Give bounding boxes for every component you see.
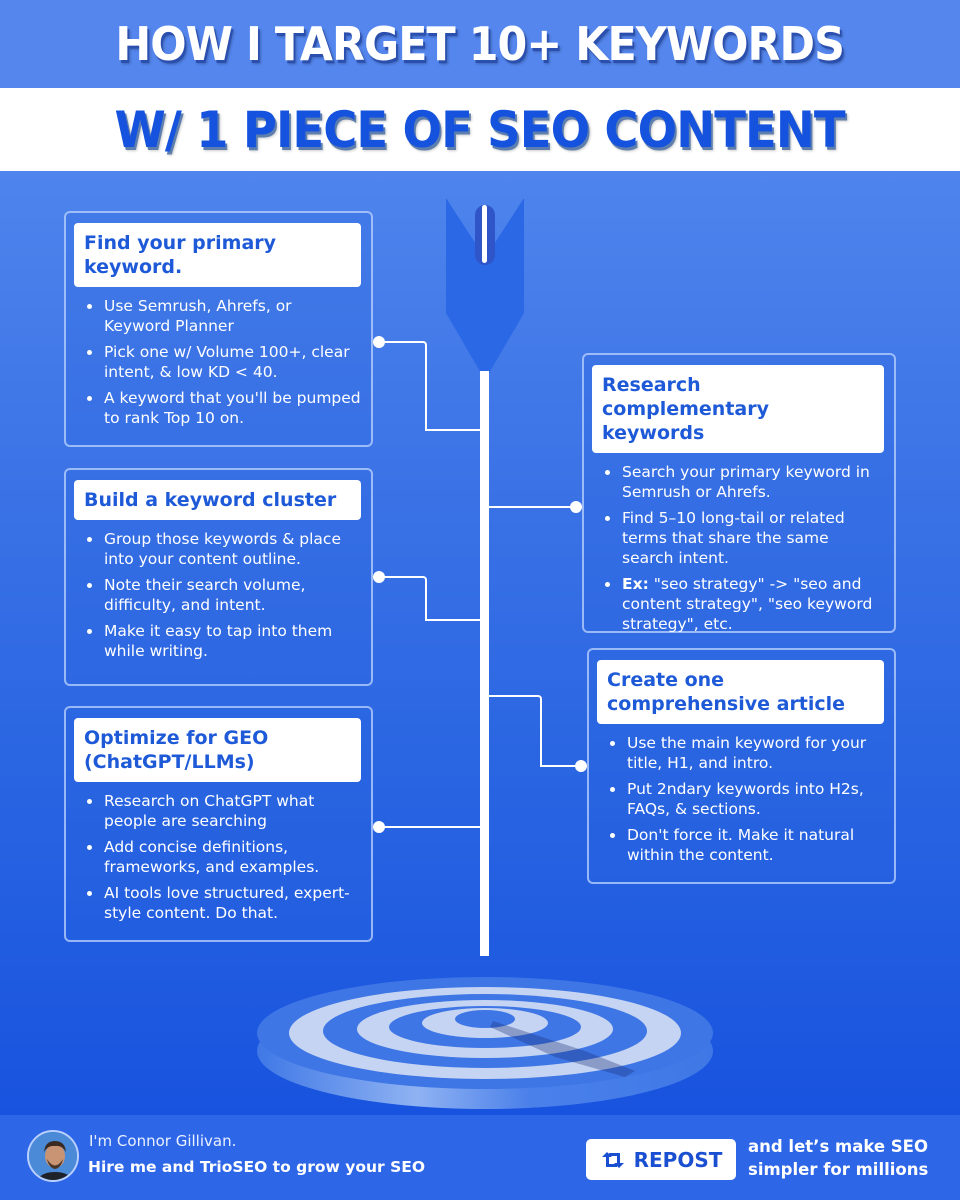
card-title: Research complementary keywords	[592, 365, 884, 453]
repost-icon	[601, 1151, 624, 1168]
header-band: W/ 1 PIECE OF SEO CONTENT	[0, 88, 960, 171]
bullet: Find 5–10 long-tail or related terms tha…	[592, 508, 884, 568]
connector-line	[379, 826, 482, 828]
connector-line	[379, 576, 427, 621]
cta-text: and let’s make SEO simpler for millions	[748, 1135, 928, 1181]
bullet: Pick one w/ Volume 100+, clear intent, &…	[74, 342, 361, 382]
connector-line	[541, 765, 581, 767]
title-line-1: HOW I TARGET 10+ KEYWORDS	[115, 17, 846, 71]
step-card-find-primary-keyword: Find your primary keyword. Use Semrush, …	[64, 211, 373, 447]
title-line-2: W/ 1 PIECE OF SEO CONTENT	[114, 100, 846, 159]
arrow-icon	[446, 198, 524, 380]
author-intro: I'm Connor Gillivan.	[89, 1132, 237, 1150]
repost-label: REPOST	[633, 1147, 723, 1172]
example-label: Ex:	[622, 575, 649, 593]
footer	[0, 1115, 960, 1200]
step-card-build-keyword-cluster: Build a keyword cluster Group those keyw…	[64, 468, 373, 686]
connector-line	[426, 619, 482, 621]
bullet: Don't force it. Make it natural within t…	[597, 825, 884, 865]
connector-dot	[575, 760, 587, 772]
step-card-research-complementary: Research complementary keywords Search y…	[582, 353, 896, 633]
repost-button[interactable]: REPOST	[586, 1139, 736, 1180]
step-card-optimize-for-geo: Optimize for GEO (ChatGPT/LLMs) Research…	[64, 706, 373, 942]
bullet: Use Semrush, Ahrefs, or Keyword Planner	[74, 296, 361, 336]
example-text: "seo strategy" -> "seo and content strat…	[622, 575, 873, 633]
card-title: Create one comprehensive article	[597, 660, 884, 724]
connector-line	[489, 695, 542, 767]
bullet: Use the main keyword for your title, H1,…	[597, 733, 884, 773]
bullet: Add concise definitions, frameworks, and…	[74, 837, 361, 877]
avatar	[27, 1130, 79, 1182]
connector-line	[489, 506, 575, 508]
connector-dot	[570, 501, 582, 513]
header-top: HOW I TARGET 10+ KEYWORDS	[0, 0, 960, 88]
card-title: Build a keyword cluster	[74, 480, 361, 520]
target-icon	[257, 977, 713, 1109]
card-title: Find your primary keyword.	[74, 223, 361, 287]
cta-line-1: and let’s make SEO	[748, 1137, 928, 1156]
card-title: Optimize for GEO (ChatGPT/LLMs)	[74, 718, 361, 782]
bullet-example: Ex: "seo strategy" -> "seo and content s…	[592, 574, 884, 634]
connector-line	[379, 341, 427, 431]
bullet: Put 2ndary keywords into H2s, FAQs, & se…	[597, 779, 884, 819]
infographic-body: Find your primary keyword. Use Semrush, …	[0, 171, 960, 1115]
bullet: AI tools love structured, expert-style c…	[74, 883, 361, 923]
step-card-create-article: Create one comprehensive article Use the…	[587, 648, 896, 884]
connector-line	[426, 429, 482, 431]
bullet: Group those keywords & place into your c…	[74, 529, 361, 569]
bullet: Note their search volume, difficulty, an…	[74, 575, 361, 615]
author-pitch: Hire me and TrioSEO to grow your SEO	[88, 1158, 425, 1176]
arrow-shaft	[480, 371, 489, 956]
bullet: A keyword that you'll be pumped to rank …	[74, 388, 361, 428]
cta-line-2: simpler for millions	[748, 1160, 929, 1179]
bullet: Make it easy to tap into them while writ…	[74, 621, 361, 661]
bullet: Research on ChatGPT what people are sear…	[74, 791, 361, 831]
bullet: Search your primary keyword in Semrush o…	[592, 462, 884, 502]
